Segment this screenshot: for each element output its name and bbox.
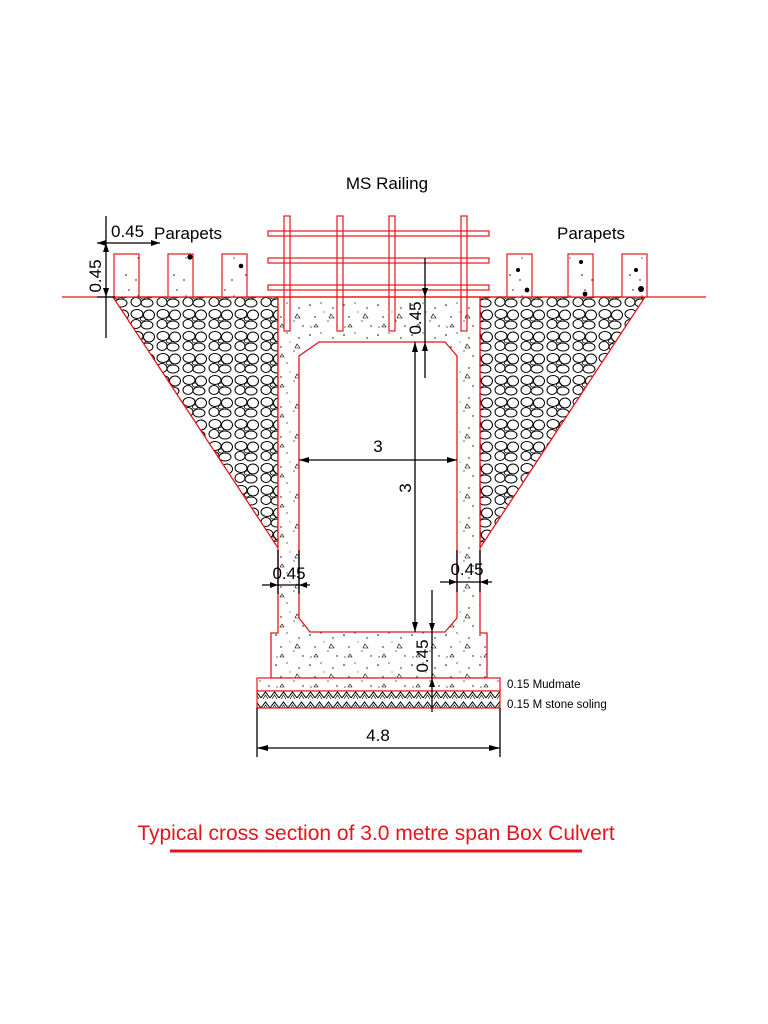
- parapet-block: [113, 253, 140, 298]
- dim-clear-span: 3: [373, 437, 382, 456]
- mudmate-label: 0.15 Mudmate: [507, 679, 581, 691]
- dim-parapet-height: 0.45: [86, 259, 105, 292]
- dim-bottom-slab: 0.45: [413, 639, 432, 672]
- parapets-label-right: Parapets: [557, 224, 625, 243]
- ms-railing-label: MS Railing: [346, 174, 428, 193]
- foundation-layers: [256, 677, 501, 709]
- dim-left-wall: 0.45: [272, 564, 305, 583]
- dim-clear-height: 3: [396, 483, 415, 492]
- parapet-block: [167, 253, 194, 298]
- left-stone-wing: [111, 296, 279, 551]
- dim-base-width: 4.8: [366, 726, 390, 745]
- dim-parapet-width: 0.45: [111, 222, 144, 241]
- concrete-box: [270, 296, 488, 679]
- right-stone-wing: [479, 296, 647, 551]
- parapet-block: [221, 253, 248, 298]
- dimension-lines: [97, 216, 501, 757]
- mudmate-layer: [256, 677, 501, 692]
- dim-top-slab: 0.45: [406, 301, 425, 334]
- stone-soling-label: 0.15 M stone soling: [507, 699, 607, 711]
- dim-right-wall: 0.45: [450, 560, 483, 579]
- parapets-label-left: Parapets: [154, 224, 222, 243]
- box-culvert-body: [270, 296, 488, 679]
- drawing-title: Typical cross section of 3.0 metre span …: [137, 822, 615, 845]
- ms-railing: [267, 215, 490, 332]
- stone-soling-layer: [256, 690, 501, 709]
- parapets: [113, 253, 648, 298]
